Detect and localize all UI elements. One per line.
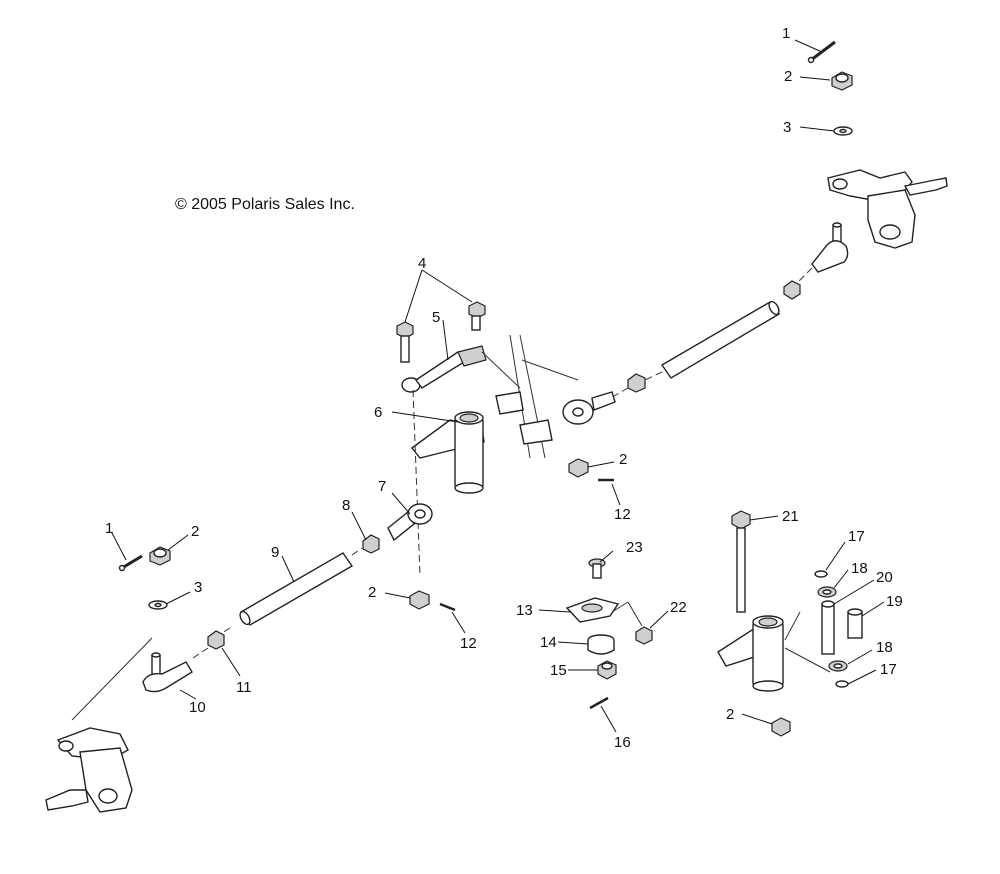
callout-2-center-left: 2 (368, 584, 376, 601)
callout-12-left: 12 (460, 635, 477, 652)
callout-9: 9 (271, 544, 279, 561)
callout-2-top: 2 (784, 68, 792, 85)
bolt-left (396, 321, 414, 363)
cotter-pin-top-right (807, 40, 836, 64)
bolt-21 (731, 510, 751, 613)
bolt-right (468, 301, 486, 331)
callout-17-top: 17 (848, 528, 865, 545)
callout-numbers: 1 2 3 4 5 6 7 8 9 1 2 3 10 11 2 12 2 12 … (105, 25, 903, 751)
right-inner-tie-rod-end (562, 391, 616, 425)
callout-13: 13 (516, 602, 533, 619)
jam-nut-right-inner (627, 373, 646, 393)
callout-18-top: 18 (851, 560, 868, 577)
seal-18-bottom (828, 660, 848, 672)
callout-23: 23 (626, 539, 643, 556)
callout-18-bottom: 18 (876, 639, 893, 656)
copyright-notice: © 2005 Polaris Sales Inc. (175, 196, 355, 213)
steering-post (495, 334, 579, 459)
callout-21: 21 (782, 508, 799, 525)
callout-8: 8 (342, 497, 350, 514)
right-tie-rod-end (811, 222, 849, 273)
leader-lines (111, 39, 885, 733)
washer-left (148, 600, 168, 610)
bushing-19 (847, 608, 863, 639)
nut-15 (597, 660, 617, 680)
bushing-14 (587, 634, 615, 655)
drag-link (401, 345, 487, 393)
callout-1-top: 1 (782, 25, 790, 42)
callout-2-left: 2 (191, 523, 199, 540)
callout-22: 22 (670, 599, 687, 616)
callout-4: 4 (418, 255, 426, 272)
washer-17-bottom (835, 680, 849, 688)
callout-5: 5 (432, 309, 440, 326)
callout-14: 14 (540, 634, 557, 651)
left-tie-rod-end (142, 652, 193, 693)
callout-1-left: 1 (105, 520, 113, 537)
nut-center-right (568, 458, 589, 478)
bolt-23 (588, 558, 606, 579)
right-tie-rod-tube (660, 300, 781, 379)
cotter-pin-center-left (439, 602, 456, 612)
left-tie-rod-tube (239, 552, 354, 626)
sleeve-20 (821, 600, 835, 655)
seal-18-top (817, 586, 837, 598)
left-spindle (45, 727, 133, 813)
callout-17-bottom: 17 (880, 661, 897, 678)
idler-arm (717, 615, 784, 692)
nut-left (149, 546, 171, 566)
callout-10: 10 (189, 699, 206, 716)
callout-3-top: 3 (783, 119, 791, 136)
mount-plate-13 (565, 597, 620, 623)
callout-11: 11 (236, 679, 252, 696)
jam-nut-left-inner (362, 534, 380, 554)
cotter-pin-16 (589, 696, 609, 710)
callout-3-left: 3 (194, 579, 202, 596)
steering-arm (410, 411, 485, 494)
nut-22 (635, 626, 653, 645)
callout-16: 16 (614, 734, 631, 751)
washer-17-top (814, 570, 828, 578)
callout-6: 6 (374, 404, 382, 421)
callout-2-bottom-right: 2 (726, 706, 734, 723)
callout-15: 15 (550, 662, 567, 679)
right-spindle (827, 169, 948, 249)
washer-top-right (833, 126, 853, 136)
nut-center-left (409, 590, 430, 610)
nut-top-right (831, 71, 853, 91)
nut-bottom-right (771, 717, 791, 737)
left-inner-tie-rod-end (387, 503, 433, 542)
jam-nut-right-outer (783, 280, 801, 300)
callout-7: 7 (378, 478, 386, 495)
callout-12-right: 12 (614, 506, 631, 523)
callout-19: 19 (886, 593, 903, 610)
callout-2-center-right: 2 (619, 451, 627, 468)
cotter-pin-left (118, 554, 143, 572)
callout-20: 20 (876, 569, 893, 586)
jam-nut-left-outer (207, 630, 225, 650)
